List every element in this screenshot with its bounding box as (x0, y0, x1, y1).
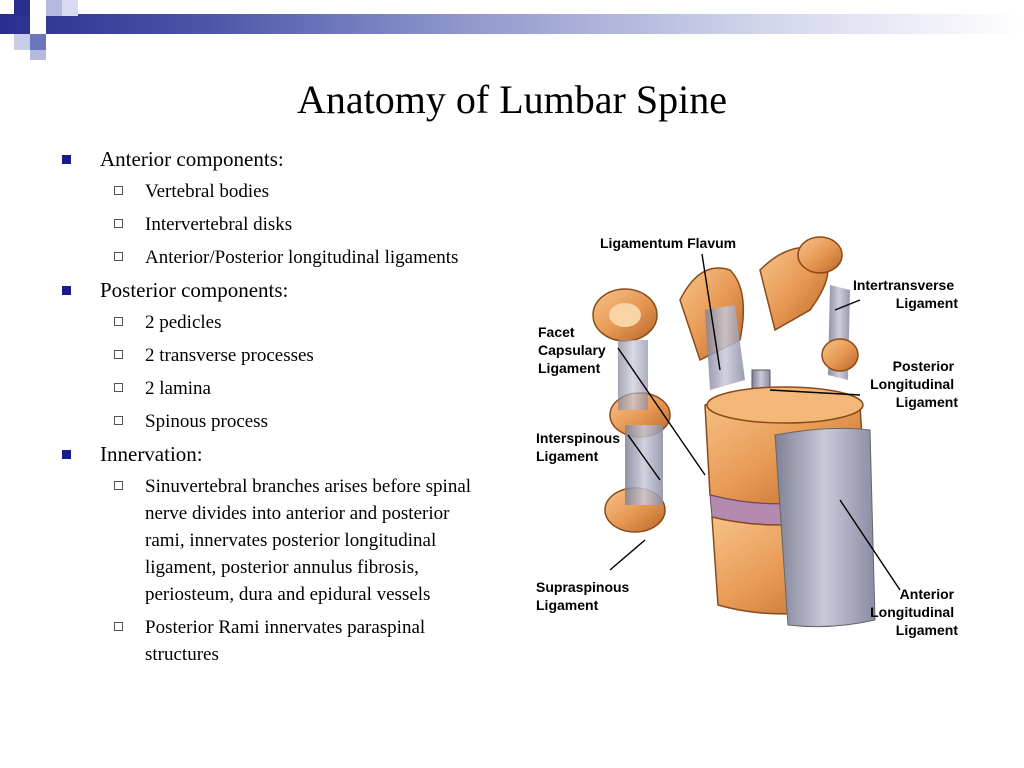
header-square-decoration (46, 34, 62, 50)
square-bullet-icon (62, 155, 71, 164)
list-item-level1: Anterior components: (62, 146, 502, 173)
list-item-level2: 2 transverse processes (62, 342, 485, 369)
list-item-level2: 2 pedicles (62, 309, 485, 336)
label-intertransverse-ligament: Intertransverse Ligament (853, 277, 958, 311)
hollow-square-bullet-icon (114, 383, 123, 392)
section-heading: Innervation: (100, 442, 203, 466)
header-square-decoration (62, 0, 78, 16)
label-leader-lines (609, 253, 901, 591)
list-item-level2: Spinous process (62, 408, 485, 435)
label-ligamentum-flavum: Ligamentum Flavum (600, 235, 736, 251)
header-decoration-bar (0, 14, 1024, 34)
lumbar-spine-illustration: Ligamentum Flavum Intertransverse Ligame… (536, 235, 958, 638)
hollow-square-bullet-icon (114, 252, 123, 261)
list-item-level2: Sinuvertebral branches arises before spi… (62, 473, 485, 608)
list-item-level1: Posterior components: (62, 277, 502, 304)
hollow-square-bullet-icon (114, 350, 123, 359)
list-item-level2: Posterior Rami innervates paraspinal str… (62, 614, 485, 668)
list-item-text: Sinuvertebral branches arises before spi… (145, 476, 472, 605)
section-anterior: Anterior components: Vertebral bodies In… (62, 146, 502, 271)
header-square-decoration (14, 34, 30, 50)
hollow-square-bullet-icon (114, 186, 123, 195)
label-facet-capsulary-ligament: Facet Capsulary Ligament (538, 324, 610, 376)
hollow-square-bullet-icon (114, 622, 123, 631)
label-interspinous-ligament: Interspinous Ligament (536, 430, 624, 464)
header-square-decoration (30, 50, 46, 60)
header-square-decoration (30, 34, 46, 50)
label-anterior-longitudinal-ligament: Anterior Longitudinal Ligament (870, 586, 958, 638)
list-item-level2: Vertebral bodies (62, 178, 485, 205)
hollow-square-bullet-icon (114, 317, 123, 326)
list-item-level2: 2 lamina (62, 375, 485, 402)
label-supraspinous-ligament: Supraspinous Ligament (536, 579, 633, 613)
slide-title: Anatomy of Lumbar Spine (297, 77, 727, 122)
hollow-square-bullet-icon (114, 219, 123, 228)
hollow-square-bullet-icon (114, 481, 123, 490)
section-posterior: Posterior components: 2 pedicles 2 trans… (62, 277, 502, 435)
section-heading: Anterior components: (100, 147, 284, 171)
header-square-decoration (14, 0, 30, 16)
list-item-text: 2 pedicles (145, 312, 222, 333)
section-innervation: Innervation: Sinuvertebral branches aris… (62, 441, 502, 668)
label-posterior-longitudinal-ligament: Posterior Longitudinal Ligament (870, 358, 958, 410)
hollow-square-bullet-icon (114, 416, 123, 425)
list-item-text: Anterior/Posterior longitudinal ligament… (145, 247, 459, 268)
list-item-text: Intervertebral disks (145, 214, 293, 235)
list-item-text: 2 transverse processes (145, 345, 314, 366)
list-item-text: Posterior Rami innervates paraspinal str… (145, 617, 426, 665)
square-bullet-icon (62, 286, 71, 295)
header-square-decoration (30, 14, 46, 34)
list-item-text: Spinous process (145, 411, 268, 432)
list-item-text: Vertebral bodies (145, 181, 269, 202)
bullet-list: Anterior components: Vertebral bodies In… (62, 146, 502, 674)
list-item-text: 2 lamina (145, 378, 211, 399)
list-item-level2: Intervertebral disks (62, 211, 485, 238)
vertebrae-drawing (592, 236, 876, 628)
square-bullet-icon (62, 450, 71, 459)
list-item-level2: Anterior/Posterior longitudinal ligament… (62, 244, 485, 271)
section-heading: Posterior components: (100, 278, 289, 302)
header-square-decoration (46, 0, 62, 16)
list-item-level1: Innervation: (62, 441, 502, 468)
